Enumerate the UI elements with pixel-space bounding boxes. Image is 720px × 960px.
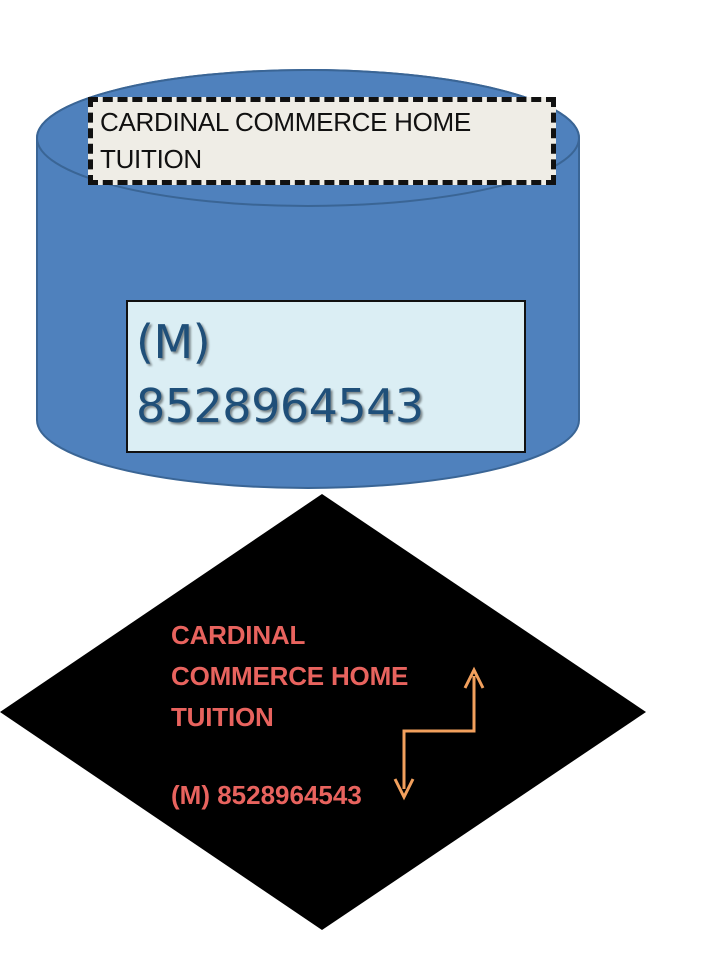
cylinder-phone-number: 8528964543 (136, 379, 424, 433)
diamond-shape (0, 494, 646, 930)
cylinder-title-line1: CARDINAL COMMERCE HOME (100, 107, 471, 137)
diamond-title: CARDINAL COMMERCE HOME TUITION (171, 615, 491, 738)
diamond-phone: (M) 8528964543 (171, 780, 362, 810)
cylinder-title: CARDINAL COMMERCE HOME TUITION (100, 104, 550, 178)
cylinder-phone-prefix: (M) (136, 315, 211, 369)
cylinder-title-line2: TUITION (100, 144, 202, 174)
diamond-title-line3: TUITION (171, 702, 274, 732)
diamond-title-line1: CARDINAL (171, 620, 306, 650)
title-label-box (88, 97, 556, 185)
cylinder-phone: (M) 8528964543 (136, 310, 526, 438)
arrow-up-icon (463, 666, 485, 689)
zigzag-connector (402, 676, 476, 789)
phone-box (126, 300, 526, 453)
arrow-down-icon (393, 778, 415, 801)
diamond-title-line2: COMMERCE HOME (171, 661, 409, 691)
